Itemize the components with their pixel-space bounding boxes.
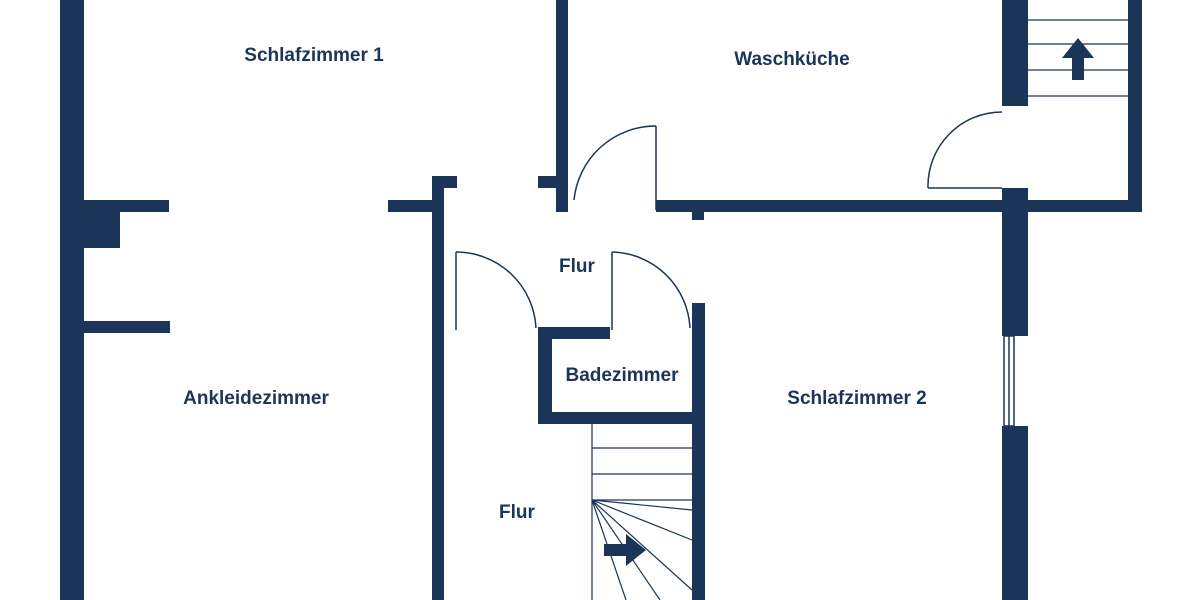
wall-stub-538 [538, 176, 560, 188]
wall-flur-left [432, 176, 444, 600]
room-label-waschkueche: Waschküche [734, 49, 849, 70]
wall-bath-top [538, 327, 610, 339]
wall-left-outer [60, 0, 84, 600]
wall-bath-left [538, 327, 552, 424]
stairs-up-arrow-icon [1062, 38, 1094, 80]
wall-bath-bottom [538, 412, 705, 424]
door-swing-icon [455, 251, 537, 330]
wall-waschkueche-left [556, 0, 568, 212]
door-swing-icon [573, 125, 657, 210]
wall-stub-692 [692, 200, 704, 220]
room-label-schlafzimmer-1: Schlafzimmer 1 [244, 45, 384, 66]
window [1003, 335, 1015, 427]
walls [60, 0, 1142, 600]
doors [455, 111, 1003, 330]
wall-sz2-right-lower [1002, 426, 1028, 600]
stairs-lower [591, 424, 693, 600]
wall-schlafzimmer1-bottom-left [84, 200, 169, 212]
room-labels: Schlafzimmer 1 Waschküche Flur Badezimme… [183, 45, 927, 523]
room-label-flur-lower: Flur [499, 502, 535, 523]
wall-ankleide-top-left [84, 321, 170, 333]
wall-stair-right [1128, 0, 1142, 212]
door-swing-icon [927, 111, 1003, 189]
wall-waschkueche-bottom [656, 200, 1142, 212]
room-label-badezimmer: Badezimmer [566, 365, 680, 386]
stairs-arrow-icon [604, 534, 646, 566]
wall-stub-top [432, 176, 457, 188]
wall-sz2-left [692, 303, 705, 600]
door-swing-icon [611, 251, 691, 330]
room-label-ankleidezimmer: Ankleidezimmer [183, 388, 329, 409]
wall-stair-left [1002, 0, 1028, 106]
room-label-schlafzimmer-2: Schlafzimmer 2 [787, 388, 926, 409]
wall-schlafzimmer1-bottom-right [388, 200, 434, 212]
room-label-flur-upper: Flur [559, 256, 595, 277]
wall-sz2-right-upper [1002, 188, 1028, 336]
